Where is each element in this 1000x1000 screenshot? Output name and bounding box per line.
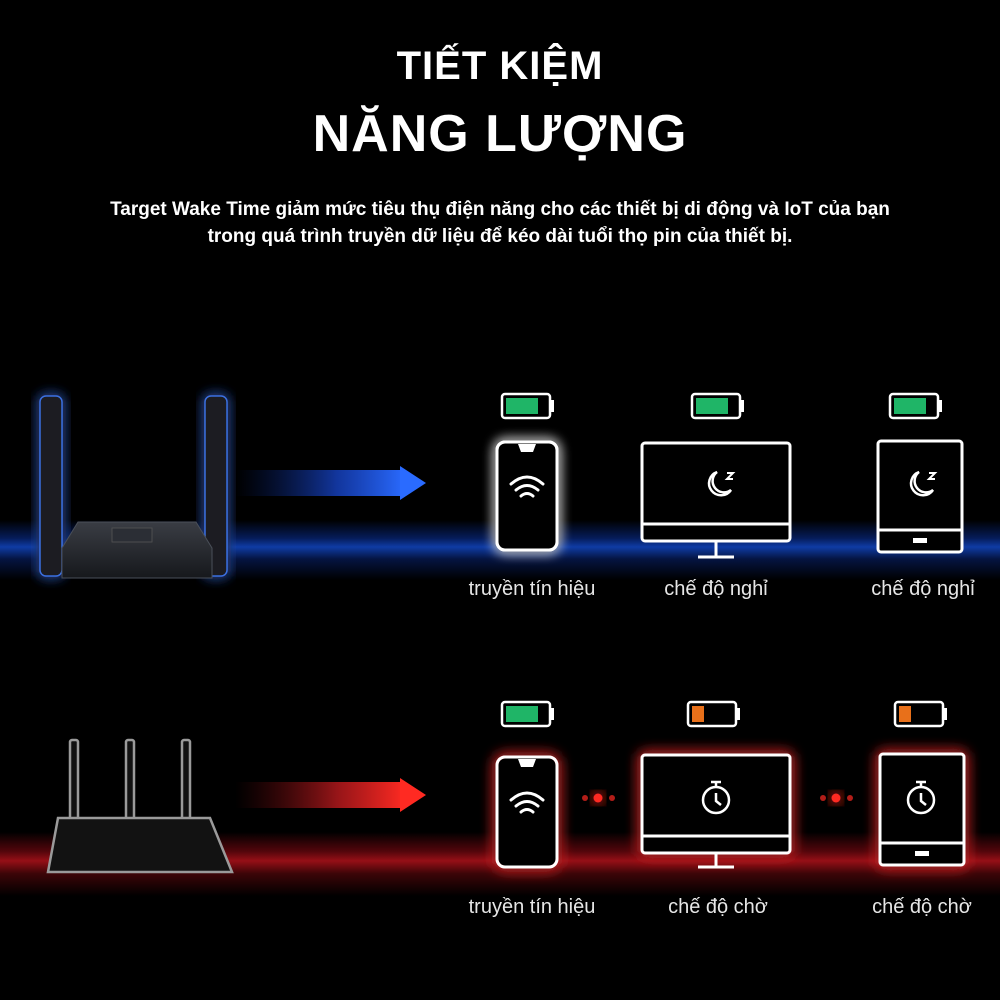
battery-phone-top: [500, 392, 554, 420]
battery-tablet-bottom: [893, 700, 947, 728]
connector-dots-1: [582, 793, 615, 803]
battery-phone-bottom: [500, 700, 554, 728]
monitor-device-bottom: [640, 753, 792, 869]
wifi-icon: [509, 475, 545, 498]
label-tablet-top: chế độ nghỉ: [871, 578, 975, 600]
label-tablet-bottom: chế độ chờ: [872, 896, 972, 918]
battery-monitor-bottom: [686, 700, 740, 728]
label-phone-bottom: truyền tín hiệu: [468, 896, 596, 918]
description-line-2: trong quá trình truyền dữ liệu để kéo dà…: [207, 226, 793, 247]
title-line-2: NĂNG LƯỢNG: [312, 105, 688, 163]
battery-fill: [899, 706, 911, 722]
connector-dots-2: [820, 793, 853, 803]
battery-fill: [506, 706, 538, 722]
phone-device-bottom: [495, 755, 559, 869]
router-body: [61, 521, 213, 579]
phone-device-top: [495, 440, 559, 552]
router-antenna-right: [204, 395, 228, 577]
battery-tablet-top: [888, 392, 942, 420]
moon-sleep-icon: [707, 470, 736, 497]
arrow-blue: [235, 466, 426, 500]
router-antenna-left: [39, 395, 63, 577]
description-line-1: Target Wake Time giảm mức tiêu thụ điện …: [110, 199, 890, 220]
arrow-red: [235, 778, 426, 812]
battery-fill: [692, 706, 704, 722]
label-monitor-bottom: chế độ chờ: [668, 896, 768, 918]
label-monitor-top: chế độ nghỉ: [664, 578, 768, 600]
stopwatch-icon: [701, 780, 731, 815]
title-line-1: TIẾT KIỆM: [396, 44, 604, 88]
label-phone-top: truyền tín hiệu: [468, 578, 596, 600]
router-modern: [39, 395, 228, 579]
monitor-device-top: [640, 441, 792, 559]
tablet-device-top: [876, 439, 964, 554]
description: Target Wake Time giảm mức tiêu thụ điện …: [40, 196, 960, 250]
battery-fill: [506, 398, 538, 414]
battery-fill: [894, 398, 926, 414]
moon-sleep-icon: [909, 470, 938, 497]
battery-fill: [696, 398, 728, 414]
stopwatch-icon: [906, 780, 936, 815]
wifi-icon: [509, 791, 545, 814]
battery-monitor-top: [690, 392, 744, 420]
router-logo-panel: [111, 527, 153, 543]
tablet-device-bottom: [878, 752, 966, 867]
router-legacy: [46, 738, 234, 874]
